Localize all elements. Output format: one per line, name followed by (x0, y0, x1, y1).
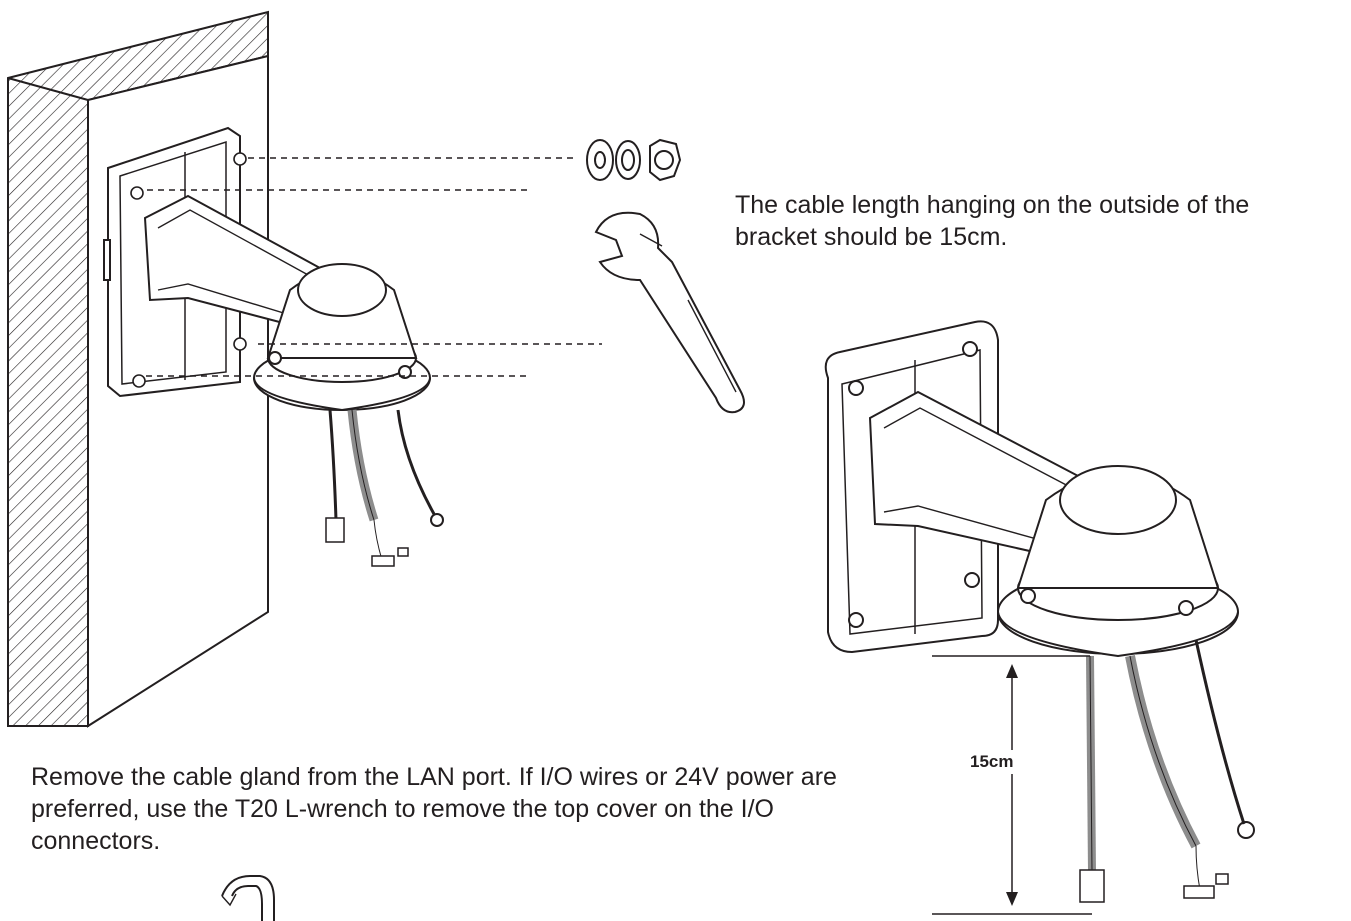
left-dome-housing (253, 263, 431, 412)
l-wrench-icon (221, 875, 275, 921)
dimension-arrow-down-icon (1006, 892, 1018, 906)
washer-nut-set (586, 138, 682, 182)
wrench-icon (594, 211, 745, 414)
remove-gland-note: Remove the cable gland from the LAN port… (31, 763, 837, 855)
left-cables (325, 409, 444, 567)
dimension-label: 15cm (970, 750, 1014, 774)
right-cables (1079, 639, 1255, 903)
dimension-15cm (932, 655, 1092, 915)
left-plate-screws (130, 152, 247, 388)
right-dome-housing (997, 465, 1239, 658)
cable-length-note: The cable length hanging on the outside … (735, 191, 1250, 251)
alignment-guides (146, 157, 602, 377)
dimension-arrow-up-icon (1006, 664, 1018, 678)
